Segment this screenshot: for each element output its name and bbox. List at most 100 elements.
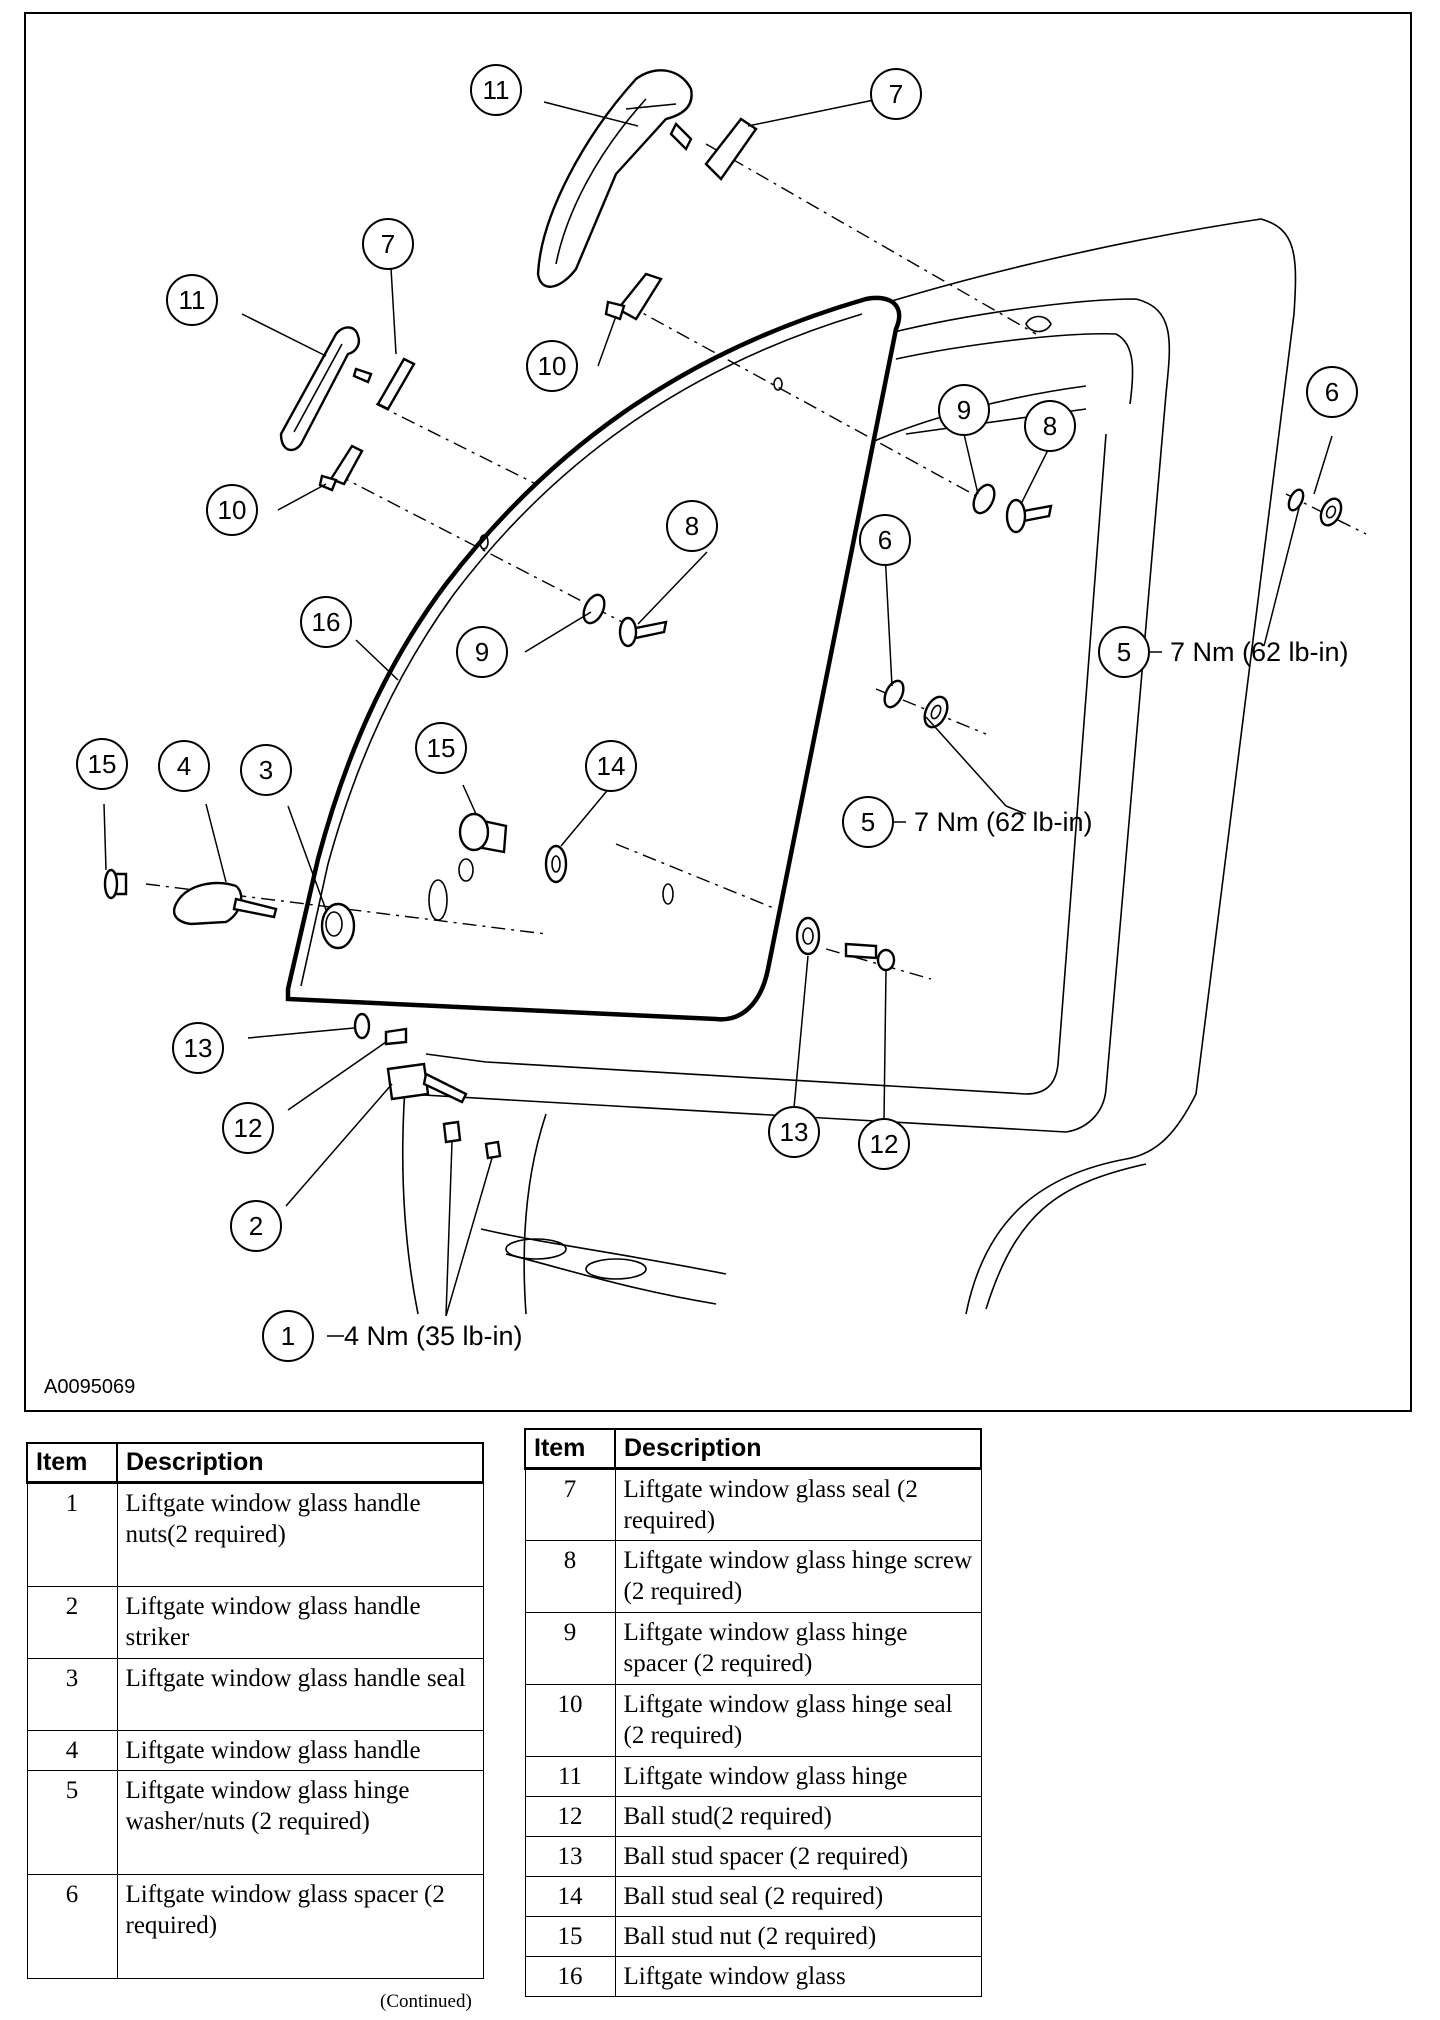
table-row: 6 Liftgate window glass spacer (2 requir… bbox=[26, 1874, 484, 1979]
table-row: 8 Liftgate window glass hinge screw (2 r… bbox=[524, 1540, 982, 1613]
callout-7-upper: 7 bbox=[870, 68, 922, 120]
vehicle-body bbox=[402, 218, 1297, 1315]
svg-text:5: 5 bbox=[861, 807, 875, 837]
table-row: 1 Liftgate window glass handle nuts(2 re… bbox=[26, 1482, 484, 1587]
svg-text:15: 15 bbox=[427, 733, 456, 763]
legend-table-left: Item Description 1 Liftgate window glass… bbox=[26, 1442, 484, 1979]
callout-4: 4 bbox=[158, 740, 210, 792]
svg-text:9: 9 bbox=[957, 395, 971, 425]
callout-9-center: 9 bbox=[456, 626, 508, 678]
item-description: Liftgate window glass handle striker bbox=[116, 1586, 484, 1659]
item-number: 7 bbox=[524, 1468, 616, 1541]
liftgate-window-glass bbox=[285, 295, 902, 1022]
torque-labels: 7 Nm (62 lb-in) 7 Nm (62 lb-in) 4 Nm (35… bbox=[344, 637, 1349, 1351]
svg-text:1: 1 bbox=[281, 1321, 295, 1351]
item-number: 5 bbox=[26, 1770, 118, 1875]
table-row: 10 Liftgate window glass hinge seal (2 r… bbox=[524, 1684, 982, 1757]
callout-3: 3 bbox=[240, 744, 292, 796]
callout-8-center: 8 bbox=[666, 500, 718, 552]
item-number: 8 bbox=[524, 1540, 616, 1613]
item-description: Liftgate window glass hinge screw (2 req… bbox=[614, 1540, 982, 1613]
svg-text:11: 11 bbox=[179, 285, 206, 315]
item-description: Liftgate window glass hinge bbox=[614, 1756, 982, 1797]
table-row: 12 Ball stud(2 required) bbox=[524, 1796, 982, 1837]
item-description: Liftgate window glass bbox=[614, 1956, 982, 1997]
item-description: Liftgate window glass seal (2 required) bbox=[614, 1468, 982, 1541]
description-column-header: Description bbox=[116, 1442, 484, 1484]
callout-11-left: 11 bbox=[166, 274, 218, 326]
item-number: 9 bbox=[524, 1612, 616, 1685]
item-description: Ball stud(2 required) bbox=[614, 1796, 982, 1837]
callout-16: 16 bbox=[300, 596, 352, 648]
svg-text:11: 11 bbox=[483, 75, 510, 105]
svg-text:5: 5 bbox=[1117, 637, 1131, 667]
item-number: 3 bbox=[26, 1658, 118, 1731]
svg-text:3: 3 bbox=[259, 755, 273, 785]
table-row: 2 Liftgate window glass handle striker bbox=[26, 1586, 484, 1659]
item-number: 6 bbox=[26, 1874, 118, 1979]
hinge-hardware bbox=[582, 483, 1343, 729]
striker-assembly bbox=[353, 1012, 502, 1160]
table-row: 5 Liftgate window glass hinge washer/nut… bbox=[26, 1770, 484, 1875]
svg-text:8: 8 bbox=[685, 511, 699, 541]
table-row: 4 Liftgate window glass handle bbox=[26, 1730, 484, 1771]
item-number: 1 bbox=[26, 1482, 118, 1587]
description-column-header: Description bbox=[614, 1428, 982, 1470]
table-row: 16 Liftgate window glass bbox=[524, 1956, 982, 1997]
torque-label-item5-upper: 7 Nm (62 lb-in) bbox=[1170, 637, 1349, 667]
item-description: Liftgate window glass handle seal bbox=[116, 1658, 484, 1731]
svg-text:12: 12 bbox=[870, 1129, 899, 1159]
item-number: 10 bbox=[524, 1684, 616, 1757]
svg-text:2: 2 bbox=[249, 1211, 263, 1241]
torque-label-item5-lower: 7 Nm (62 lb-in) bbox=[914, 807, 1093, 837]
table-header-row: Item Description bbox=[524, 1428, 982, 1470]
item-number: 16 bbox=[524, 1956, 616, 1997]
table-row: 7 Liftgate window glass seal (2 required… bbox=[524, 1468, 982, 1541]
svg-text:7: 7 bbox=[889, 79, 903, 109]
upper-hinge-assembly bbox=[536, 69, 758, 321]
callout-12-right: 12 bbox=[858, 1118, 910, 1170]
callout-8-right: 8 bbox=[1024, 400, 1076, 452]
table-row: 3 Liftgate window glass handle seal bbox=[26, 1658, 484, 1731]
svg-text:7: 7 bbox=[381, 229, 395, 259]
leader-lines bbox=[103, 99, 1333, 1337]
exploded-view-diagram: 11 7 11 7 10 10 9 8 6 8 9 6 16 5 15 4 3 … bbox=[24, 12, 1412, 1412]
svg-text:4: 4 bbox=[177, 751, 191, 781]
callout-9-right: 9 bbox=[938, 384, 990, 436]
legend-table-right: Item Description 7 Liftgate window glass… bbox=[524, 1428, 982, 1997]
svg-text:6: 6 bbox=[878, 525, 892, 555]
callout-14: 14 bbox=[585, 740, 637, 792]
item-number: 11 bbox=[524, 1756, 616, 1797]
svg-text:10: 10 bbox=[538, 351, 567, 381]
item-column-header: Item bbox=[524, 1428, 616, 1470]
callout-10-left: 10 bbox=[206, 484, 258, 536]
callout-13-left: 13 bbox=[172, 1022, 224, 1074]
item-number: 13 bbox=[524, 1836, 616, 1877]
svg-text:16: 16 bbox=[312, 607, 341, 637]
svg-text:9: 9 bbox=[475, 637, 489, 667]
callout-6-right: 6 bbox=[1306, 366, 1358, 418]
item-description: Liftgate window glass hinge washer/nuts … bbox=[116, 1770, 484, 1875]
item-number: 4 bbox=[26, 1730, 118, 1771]
callout-5-lower: 5 bbox=[842, 796, 894, 848]
figure-id: A0095069 bbox=[44, 1376, 136, 1398]
callout-10-upper: 10 bbox=[526, 340, 578, 392]
continued-note: (Continued) bbox=[380, 1991, 472, 2012]
diagram-drawing: 11 7 11 7 10 10 9 8 6 8 9 6 16 5 15 4 3 … bbox=[76, 64, 1367, 1362]
item-number: 15 bbox=[524, 1916, 616, 1957]
callout-11-upper: 11 bbox=[470, 64, 522, 116]
callout-7-left: 7 bbox=[362, 218, 414, 270]
table-row: 15 Ball stud nut (2 required) bbox=[524, 1916, 982, 1957]
item-number: 12 bbox=[524, 1796, 616, 1837]
table-row: 11 Liftgate window glass hinge bbox=[524, 1756, 982, 1797]
svg-text:12: 12 bbox=[234, 1113, 263, 1143]
callout-1: 1 bbox=[262, 1310, 314, 1362]
item-number: 2 bbox=[26, 1586, 118, 1659]
svg-text:8: 8 bbox=[1043, 411, 1057, 441]
callout-2: 2 bbox=[230, 1200, 282, 1252]
item-description: Ball stud nut (2 required) bbox=[614, 1916, 982, 1957]
callout-15-left: 15 bbox=[76, 738, 128, 790]
item-description: Liftgate window glass handle bbox=[116, 1730, 484, 1771]
callout-15-center: 15 bbox=[415, 722, 467, 774]
svg-text:13: 13 bbox=[184, 1033, 213, 1063]
